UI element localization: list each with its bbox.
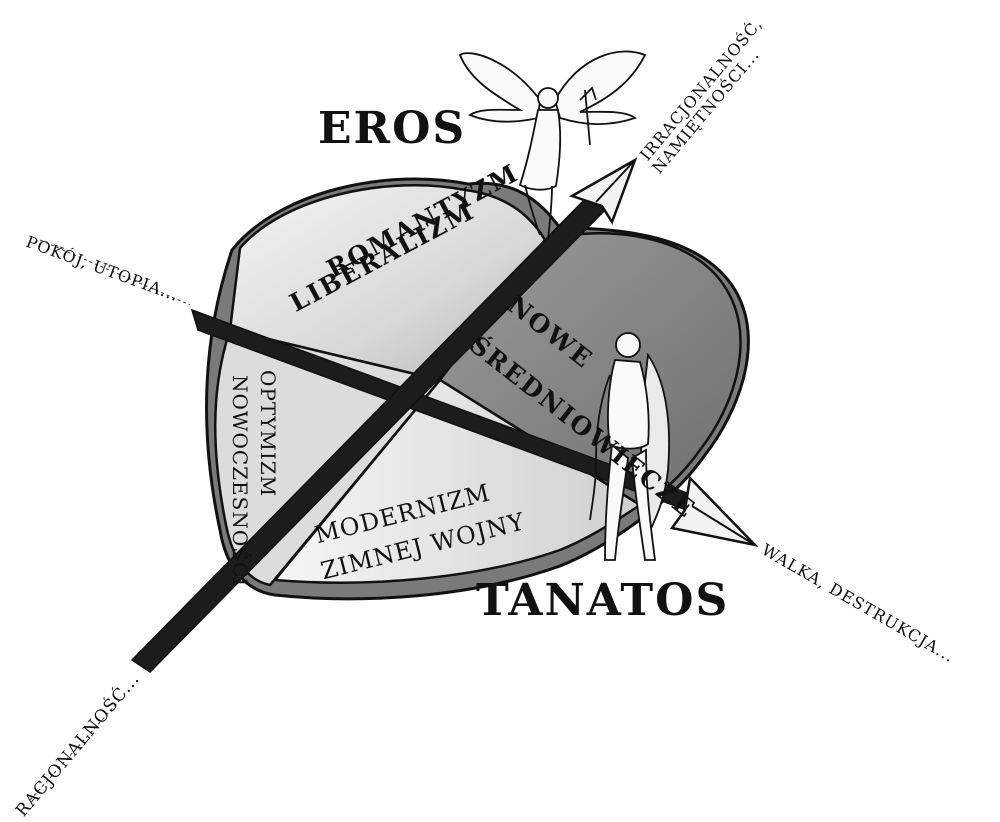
tanatos-title: TANATOS: [476, 575, 730, 626]
quadrant-left-line2: NOWOCZESNOŚCI: [228, 375, 252, 588]
guide-line-rational: [29, 699, 121, 801]
quadrant-left-line1: OPTYMIZM: [256, 370, 280, 498]
winged-thanatos-figure-icon: [589, 332, 670, 561]
eros-title: EROS: [318, 103, 467, 154]
rational-irrational-axis: [130, 157, 638, 673]
winged-cupid-figure-icon: [458, 50, 647, 241]
peace-struggle-axis: [190, 308, 759, 548]
